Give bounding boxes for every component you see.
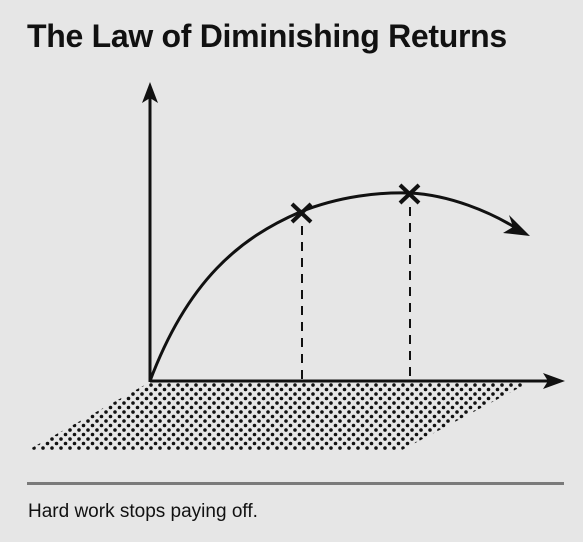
curve-arrowhead [503, 215, 530, 236]
x-mark-icon [290, 202, 313, 224]
returns-curve [148, 191, 517, 382]
dotted-ground-plane [28, 382, 530, 450]
page-title: The Law of Diminishing Returns [27, 18, 507, 54]
y-axis-arrowhead [142, 82, 158, 103]
x-mark-icon [398, 183, 421, 205]
divider [27, 482, 564, 485]
x-axis-arrowhead [543, 373, 565, 389]
caption: Hard work stops paying off. [28, 501, 258, 522]
